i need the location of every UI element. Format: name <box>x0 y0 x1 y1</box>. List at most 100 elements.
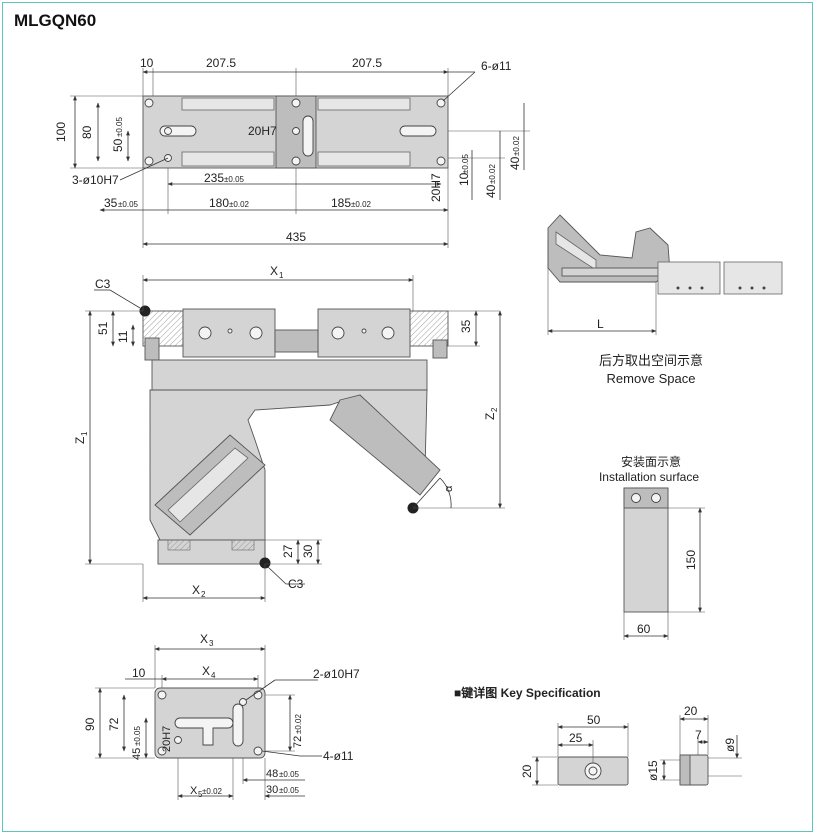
install-hole-icon <box>631 493 641 503</box>
install-surface-diagram <box>623 487 705 640</box>
iso-dot-icon <box>700 286 704 290</box>
pin-icon <box>227 328 233 334</box>
dim-30: 30 <box>301 544 315 558</box>
dim-x4-sub: 4 <box>211 671 216 680</box>
dim-35-front: 35 <box>459 319 473 333</box>
right-clamp <box>432 339 448 359</box>
key-hole-inner <box>588 766 598 776</box>
dim-435: 435 <box>286 230 306 244</box>
tol-35: ±0.05 <box>118 200 139 209</box>
dim-235: 235 <box>204 171 224 185</box>
left-jaw-face <box>167 447 249 523</box>
dim-x4: X <box>202 664 210 678</box>
key-side-dim-9: ø9 <box>723 738 737 752</box>
right-jaw <box>329 394 441 496</box>
bolt-icon <box>198 326 212 340</box>
dim-51: 51 <box>96 321 110 335</box>
key-dim-20: 20 <box>520 764 534 778</box>
bolt-icon <box>331 326 345 340</box>
hole-icon <box>174 736 182 744</box>
bottom-rail-left <box>181 151 275 167</box>
iso-carriage-right <box>723 261 783 295</box>
key-side-step <box>679 754 691 786</box>
dim-50: 50 <box>111 138 125 152</box>
dim-60: 60 <box>637 622 651 636</box>
caption-install-cn: 安装面示意 <box>621 454 681 469</box>
key-dim-25: 25 <box>569 731 583 745</box>
dim-150: 150 <box>684 550 698 570</box>
tol-40-b: ±0.02 <box>512 135 521 156</box>
hole-icon <box>253 746 263 756</box>
dim-z1-sub: 1 <box>80 431 89 436</box>
bottom-view-labels: X 3 X 4 10 90 72 45 ±0.05 20H7 72 ±0.02 … <box>83 632 360 799</box>
hole-icon <box>291 156 301 166</box>
dim-z2-sub: 2 <box>490 407 499 412</box>
tol-10-vertical: ±0.05 <box>461 153 470 174</box>
dim-72-right: 72 <box>292 736 304 748</box>
iso-rail <box>561 267 659 277</box>
tol-48: ±0.05 <box>279 770 300 779</box>
slot-center <box>302 115 314 157</box>
hole-icon <box>239 698 247 706</box>
dim-72-left: 72 <box>107 717 121 731</box>
tol-30-bottom: ±0.05 <box>279 786 300 795</box>
hole-icon <box>164 127 172 135</box>
hole-icon <box>291 98 301 108</box>
iso-body <box>547 214 671 283</box>
dim-x2: X <box>192 583 200 597</box>
dim-45: 45 <box>131 748 143 760</box>
top-rail-left <box>181 97 275 111</box>
label-20h7-vertical: 20H7 <box>429 173 443 202</box>
top-view <box>70 68 530 248</box>
iso-dot-icon <box>762 286 766 290</box>
top-rail-right <box>317 97 411 111</box>
dim-35: 35 <box>104 196 118 210</box>
key-dim-15: ø15 <box>646 760 660 781</box>
caption-remove-en: Remove Space <box>607 371 696 386</box>
dim-x3-sub: 3 <box>209 639 214 648</box>
dim-10-vertical: 10 <box>457 172 471 186</box>
install-hole-icon <box>651 493 661 503</box>
bolt-icon <box>249 326 263 340</box>
iso-dot-icon <box>750 286 754 290</box>
dim-185: 185 <box>331 196 351 210</box>
tol-50: ±0.05 <box>115 116 124 137</box>
dim-x1: X <box>270 264 278 278</box>
tol-235: ±0.05 <box>224 175 245 184</box>
label-holes-2: 2-ø10H7 <box>313 667 360 681</box>
front-view <box>85 275 505 602</box>
key-spec-diagram <box>532 715 742 786</box>
dim-l: L <box>597 317 604 331</box>
front-view-labels: C3 X 1 Z 1 Z 2 α 51 11 35 27 30 X 2 C3 <box>73 264 499 599</box>
hole-icon <box>157 746 167 756</box>
tol-185: ±0.02 <box>351 200 372 209</box>
label-c3-top: C3 <box>95 277 111 291</box>
dim-100: 100 <box>54 122 68 142</box>
hole-icon <box>144 98 154 108</box>
dim-11: 11 <box>116 330 130 343</box>
base-hatch-left <box>167 539 191 551</box>
tol-45: ±0.05 <box>133 725 142 746</box>
label-holes-4: 4-ø11 <box>323 749 354 763</box>
bottom-view <box>95 645 322 800</box>
bottom-slot <box>232 703 244 747</box>
tol-72-right: ±0.02 <box>294 713 303 734</box>
page-title: MLGQN60 <box>14 11 97 30</box>
label-20h7-bottom: 20H7 <box>161 726 173 752</box>
dim-x5-sub: 5 <box>198 790 203 799</box>
dim-207-right: 207.5 <box>352 56 382 70</box>
dim-x5: X <box>190 785 198 797</box>
pin-icon <box>361 328 367 334</box>
dim-z1: Z <box>73 437 87 444</box>
dim-10: 10 <box>140 56 154 70</box>
tol-180: ±0.02 <box>229 200 250 209</box>
left-clamp <box>144 337 160 361</box>
dim-90: 90 <box>83 717 97 731</box>
bottom-rail-right <box>317 151 411 167</box>
iso-dot-icon <box>738 286 742 290</box>
dim-40-b: 40 <box>508 156 522 170</box>
iso-carriage-left <box>657 261 721 295</box>
label-20h7-slot: 20H7 <box>248 124 277 138</box>
